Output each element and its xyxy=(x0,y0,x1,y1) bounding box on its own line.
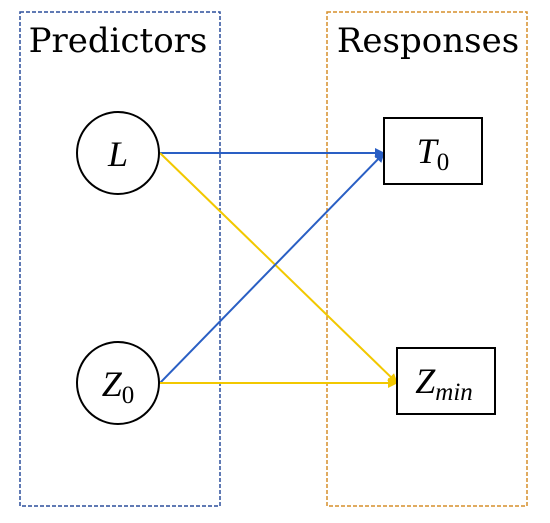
node-T0-box xyxy=(383,117,483,185)
node-Zmin: Zmin xyxy=(396,347,496,415)
node-L-circle xyxy=(76,111,160,195)
node-Z0: Z0 xyxy=(76,341,160,425)
responses-title: Responses xyxy=(337,21,519,61)
edge-Z0-to-T0 xyxy=(159,152,385,384)
predictors-group-box xyxy=(19,11,221,507)
responses-group-box xyxy=(326,11,528,507)
node-Zmin-box xyxy=(396,347,496,415)
node-Z0-circle xyxy=(76,341,160,425)
node-T0: T0 xyxy=(383,117,483,185)
node-L: L xyxy=(76,111,160,195)
edge-L-to-Zmin xyxy=(159,152,398,384)
node-T0-label: T0 xyxy=(417,131,450,176)
predictors-title: Predictors xyxy=(29,21,208,61)
node-Zmin-label: Zmin xyxy=(415,361,473,406)
node-Z0-label: Z0 xyxy=(102,364,135,409)
node-L-label: L xyxy=(107,134,128,174)
